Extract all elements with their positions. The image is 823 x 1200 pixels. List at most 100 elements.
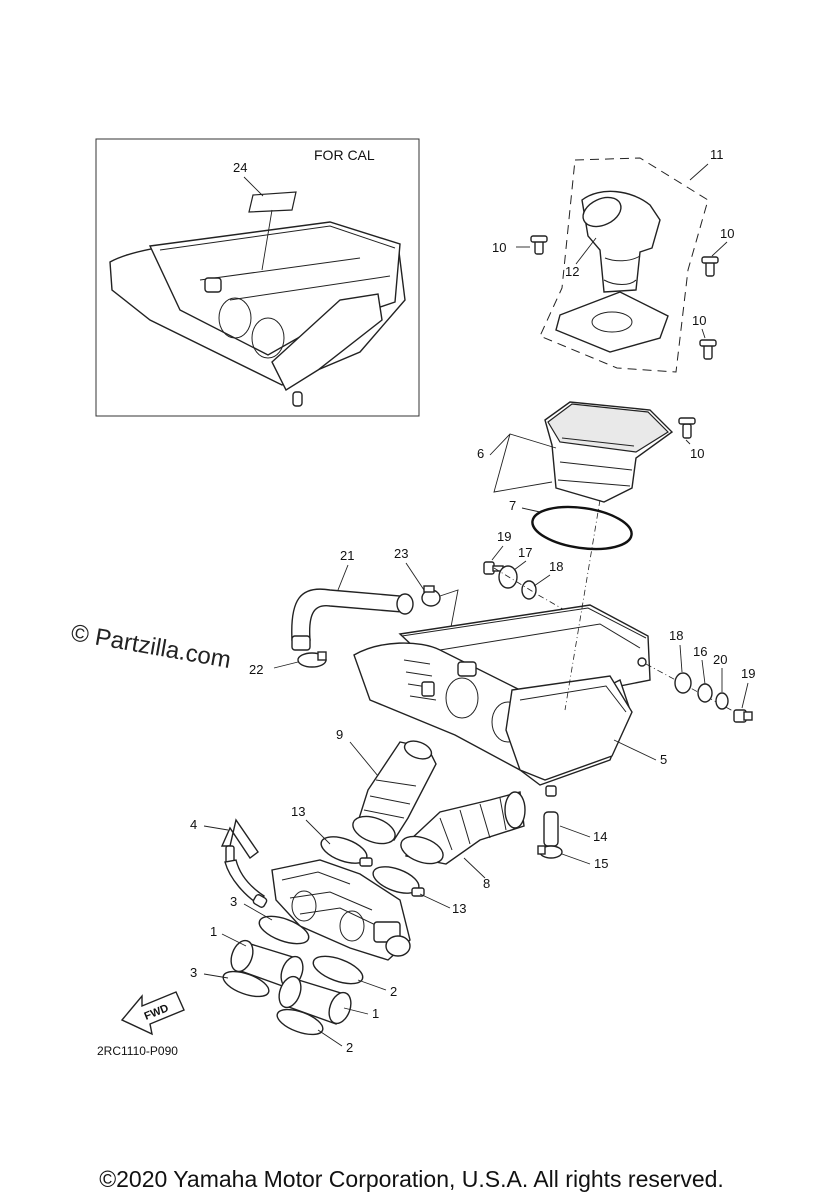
washer-18-a: [521, 580, 537, 600]
lead-14: [559, 825, 591, 838]
callout-19b: 19: [741, 666, 755, 681]
group-outline-11: [539, 157, 709, 373]
lead-21: [337, 564, 349, 591]
bolt-10-c: [699, 339, 717, 360]
callout-3a: 3: [230, 894, 237, 909]
drain-tube-14: [543, 811, 559, 847]
callout-10c: 10: [692, 313, 706, 328]
lead-2a: [357, 979, 387, 991]
callout-13a: 13: [291, 804, 305, 819]
callout-20: 20: [713, 652, 727, 667]
air-box-fins: [403, 659, 437, 701]
lead-19a: [491, 545, 504, 561]
joint-9-flange: [352, 815, 396, 845]
clamp-15: [537, 845, 563, 859]
duct-base-plate: [555, 291, 669, 353]
hose-4-end: [252, 894, 268, 908]
grommet-17: [498, 565, 518, 589]
upper-duct-assembly: 11 12 10 10 10: [492, 147, 734, 373]
callout-12: 12: [565, 264, 579, 279]
centerline-fittings-right: [645, 663, 747, 719]
callout-16: 16: [693, 644, 707, 659]
clamp-13-a-screw: [359, 857, 373, 867]
fittings-left: 19 17 18: [483, 529, 569, 613]
lead-13a: [305, 819, 331, 845]
o-ring-7: [531, 505, 633, 551]
callout-1a: 1: [210, 924, 217, 939]
throttle-bore-2: [339, 910, 365, 942]
bolt-10-d: [678, 417, 696, 439]
callout-3b: 3: [190, 965, 197, 980]
joint-1-b: [278, 975, 352, 1025]
bolt-10-a: [530, 235, 548, 255]
collar-16: [697, 683, 713, 703]
throttle-body-detail: [281, 871, 387, 931]
throttle-body: [271, 859, 411, 961]
air-box-port-1: [445, 677, 479, 719]
washer-18-b: [674, 672, 692, 694]
drain-nipple: [545, 785, 557, 797]
callout-18a: 18: [549, 559, 563, 574]
copyright-notice: ©2020 Yamaha Motor Corporation, U.S.A. A…: [99, 1166, 724, 1192]
filter-element-ribs: [557, 437, 635, 487]
clamp-2-a: [312, 955, 364, 985]
clamp-22: [297, 651, 327, 668]
joint-8-ribs: [439, 797, 507, 851]
air-box-top-rim: [401, 607, 647, 651]
lead-7: [521, 507, 541, 513]
lead-3b: [203, 973, 229, 979]
lower-joints: 3 1 3 2 1 2: [190, 894, 397, 1055]
centerline-filter: [564, 499, 601, 711]
watermark: © Partzilla.com: [69, 619, 233, 674]
lead-13b: [419, 893, 451, 909]
lead-16: [701, 659, 706, 685]
callout-19a: 19: [497, 529, 511, 544]
joint-8-top: [504, 791, 526, 829]
lead-10c: [701, 328, 706, 339]
callout-10b: 10: [720, 226, 734, 241]
inset-airbox-top: [159, 225, 396, 301]
inset-connector: [204, 277, 222, 293]
air-box-tab: [421, 681, 435, 697]
duct-12-rib: [603, 255, 641, 285]
clamps-13: 13 13: [291, 804, 466, 916]
clamp-3-a: [258, 915, 310, 945]
duct-12-mouth: [582, 196, 622, 228]
lead-10b: [711, 241, 728, 257]
fittings-right: 18 16 20 19: [645, 628, 755, 723]
callout-14: 14: [593, 829, 607, 844]
air-box-lower-shell: [505, 675, 633, 781]
callout-11: 11: [710, 147, 724, 162]
callout-5: 5: [660, 752, 667, 767]
hose-assembly: 21 23 22: [249, 546, 459, 686]
bolt-19-b: [733, 709, 753, 723]
diagram-code: 2RC1110-P090: [97, 1044, 178, 1058]
callout-4: 4: [190, 817, 197, 832]
callout-10a: 10: [492, 240, 506, 255]
callout-22: 22: [249, 662, 263, 677]
inset-port-1: [218, 297, 252, 339]
hose-4-group: 4: [190, 817, 268, 908]
inset-title: FOR CAL: [314, 147, 375, 163]
throttle-pulley: [385, 935, 411, 957]
clamp-2-b: [276, 1008, 324, 1036]
callout-15: 15: [594, 856, 608, 871]
inset-frame: [95, 138, 420, 417]
exploded-parts-diagram: FOR CAL 24 11 12 10: [69, 138, 755, 1058]
lead-5: [613, 739, 657, 761]
lead-24: [243, 176, 273, 271]
joint-9-top: [403, 740, 433, 760]
callout-18b: 18: [669, 628, 683, 643]
air-box-5: 5 14 15: [353, 499, 667, 871]
lead-2b: [317, 1029, 343, 1047]
bolt-10-b: [701, 256, 719, 277]
callout-23: 23: [394, 546, 408, 561]
air-box-side-boss: [637, 657, 647, 667]
clamp-23: [421, 585, 441, 607]
lead-10d: [685, 439, 691, 445]
lead-18a: [533, 574, 551, 587]
lead-8: [463, 857, 486, 879]
washer-20: [715, 692, 729, 710]
joint-8-flange: [400, 835, 444, 865]
